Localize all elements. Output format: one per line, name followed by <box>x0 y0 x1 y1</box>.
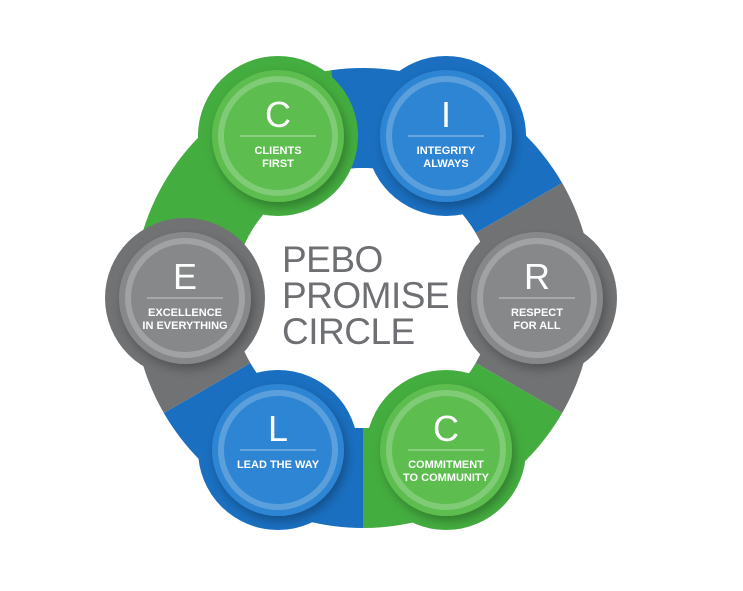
center-disc <box>233 168 493 428</box>
title-line-2: PROMISE <box>282 275 449 316</box>
node-ring <box>477 238 597 358</box>
node-letter: E <box>173 256 197 297</box>
node-label-line: INTEGRITY <box>417 145 476 157</box>
node-letter: C <box>433 408 459 449</box>
node-ring <box>386 390 506 510</box>
node-label-line: FOR ALL <box>513 320 561 332</box>
node-label-line: LEAD THE WAY <box>237 459 320 471</box>
title-line-3: CIRCLE <box>282 311 415 352</box>
node-ring <box>218 390 338 510</box>
node-letter: C <box>265 94 291 135</box>
node-label-line: CLIENTS <box>254 145 301 157</box>
node-letter: L <box>268 408 288 449</box>
title-line-1: PEBO <box>282 239 383 280</box>
node-label-line: TO COMMUNITY <box>403 472 490 484</box>
node-label-line: COMMITMENT <box>408 459 484 471</box>
node-ring <box>218 76 338 196</box>
center-title: PEBO PROMISE CIRCLE <box>282 239 450 352</box>
node-label-line: ALWAYS <box>423 158 468 170</box>
node-4: L LEAD THE WAY <box>198 370 358 530</box>
node-ring <box>125 238 245 358</box>
node-label-line: EXCELLENCE <box>148 307 222 319</box>
node-label-line: RESPECT <box>511 307 563 319</box>
node-ring <box>386 76 506 196</box>
node-letter: I <box>441 94 451 135</box>
node-letter: R <box>524 256 550 297</box>
node-label-line: IN EVERYTHING <box>142 320 227 332</box>
node-label-line: FIRST <box>262 158 294 170</box>
